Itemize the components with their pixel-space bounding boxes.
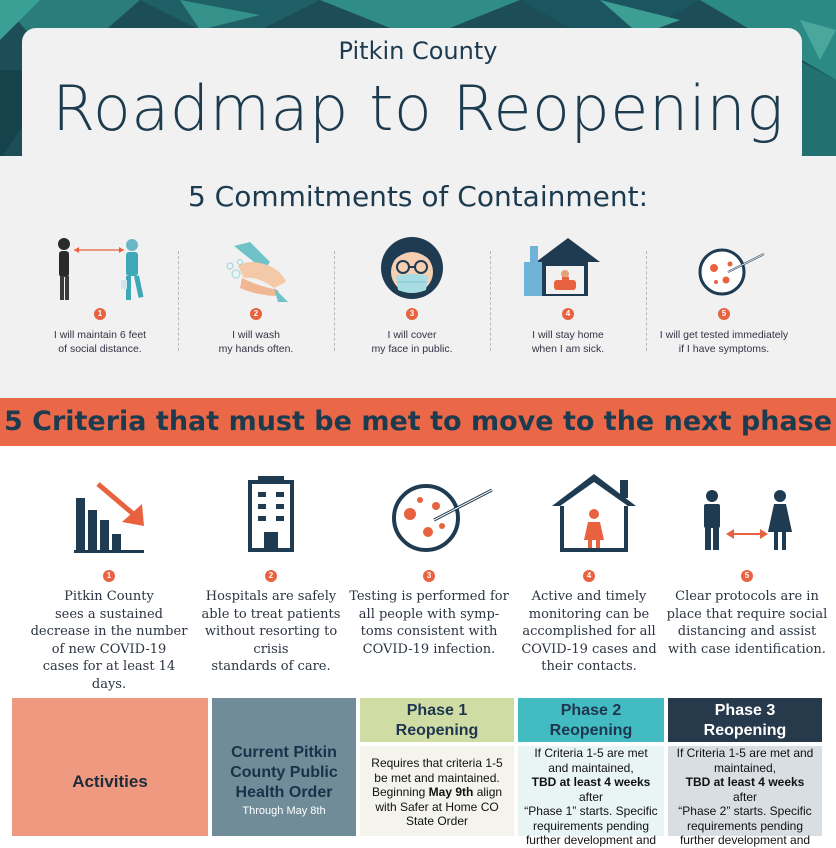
number-badge: 4 (583, 570, 595, 582)
phase-2-header: Phase 2 Reopening (518, 698, 664, 742)
phase-1-body: Requires that criteria 1-5 be met and ma… (360, 746, 514, 836)
criteria-text: Active and timely monitoring can be acco… (521, 589, 657, 674)
criteria-text: Testing is performed for all people with… (349, 589, 509, 657)
divider (334, 251, 335, 351)
number-badge: 3 (406, 308, 418, 320)
commitments-heading: 5 Commitments of Containment: (187, 180, 649, 213)
number-badge: 3 (423, 570, 435, 582)
criteria-item-3: 3 Testing is performed for all people wi… (344, 470, 514, 680)
title-card (22, 28, 802, 168)
commitment-item-3: 3 I will cover my face in public. (334, 236, 490, 366)
hospital-icon (248, 476, 294, 552)
divider (646, 251, 647, 351)
virus-test-icon (698, 248, 765, 296)
number-badge: 4 (562, 308, 574, 320)
current-order-cell: Current Pitkin County Public Health Orde… (212, 698, 356, 836)
phase-2-body: If Criteria 1-5 are met and maintained, … (518, 746, 664, 847)
number-badge: 2 (250, 308, 262, 320)
stay-home-icon (524, 238, 600, 296)
number-badge: 2 (265, 570, 277, 582)
commitment-item-4: 4 I will stay home when I am sick. (490, 236, 646, 366)
criteria-item-4: 4 Active and timely monitoring can be ac… (504, 470, 674, 680)
current-order-date: Through May 8th (242, 805, 326, 817)
phase-table: Activities Current Pitkin County Public … (0, 694, 836, 847)
criteria-item-1: 1 Pitkin County sees a sustained decreas… (24, 470, 194, 692)
criteria-text: Hospitals are safely able to treat patie… (201, 589, 341, 674)
number-badge: 1 (103, 570, 115, 582)
hand-wash-icon (226, 242, 288, 302)
phase-3-header: Phase 3 Reopening (668, 698, 822, 742)
commitment-item-5: 5 I will get tested immediately if I hav… (646, 236, 802, 366)
testing-icon (392, 484, 493, 552)
criteria-heading: 5 Criteria that must be met to move to t… (3, 406, 833, 437)
criteria-item-5: 5 Clear protocols are in place that requ… (662, 470, 832, 680)
activities-label: Activities (72, 772, 148, 791)
declining-chart-icon (74, 482, 144, 553)
criteria-text: Clear protocols are in place that requir… (666, 589, 828, 657)
commitment-item-1: 1 I will maintain 6 feet of social dista… (22, 236, 178, 366)
commitment-item-2: 2 I will wash my hands often. (178, 236, 334, 366)
number-badge: 5 (718, 308, 730, 320)
activities-cell: Activities (12, 698, 208, 836)
commitment-text: I will maintain 6 feet of social distanc… (53, 329, 147, 355)
number-badge: 5 (741, 570, 753, 582)
phase-3-body: If Criteria 1-5 are met and maintained, … (668, 746, 822, 847)
divider (490, 251, 491, 351)
monitoring-home-icon (552, 474, 636, 552)
face-mask-icon (381, 237, 443, 299)
page-title: Roadmap to Reopening (52, 72, 784, 145)
commitment-text: I will stay home when I am sick. (531, 329, 605, 355)
criteria-text: Pitkin County sees a sustained decrease … (30, 589, 188, 692)
distancing-protocol-icon (704, 490, 792, 550)
current-order-title: Current Pitkin County Public Health Orde… (230, 744, 338, 801)
commitment-text: I will cover my face in public. (371, 329, 453, 355)
phase-1-header: Phase 1 Reopening (360, 698, 514, 742)
commitment-text: I will get tested immediately if I have … (659, 329, 789, 355)
county-name: Pitkin County (338, 37, 498, 65)
commitment-text: I will wash my hands often. (218, 329, 294, 355)
number-badge: 1 (94, 308, 106, 320)
social-distance-icon (58, 238, 144, 300)
divider (178, 251, 179, 351)
criteria-banner: 5 Criteria that must be met to move to t… (0, 398, 836, 446)
criteria-item-2: 2 Hospitals are safely able to treat pat… (186, 470, 356, 680)
